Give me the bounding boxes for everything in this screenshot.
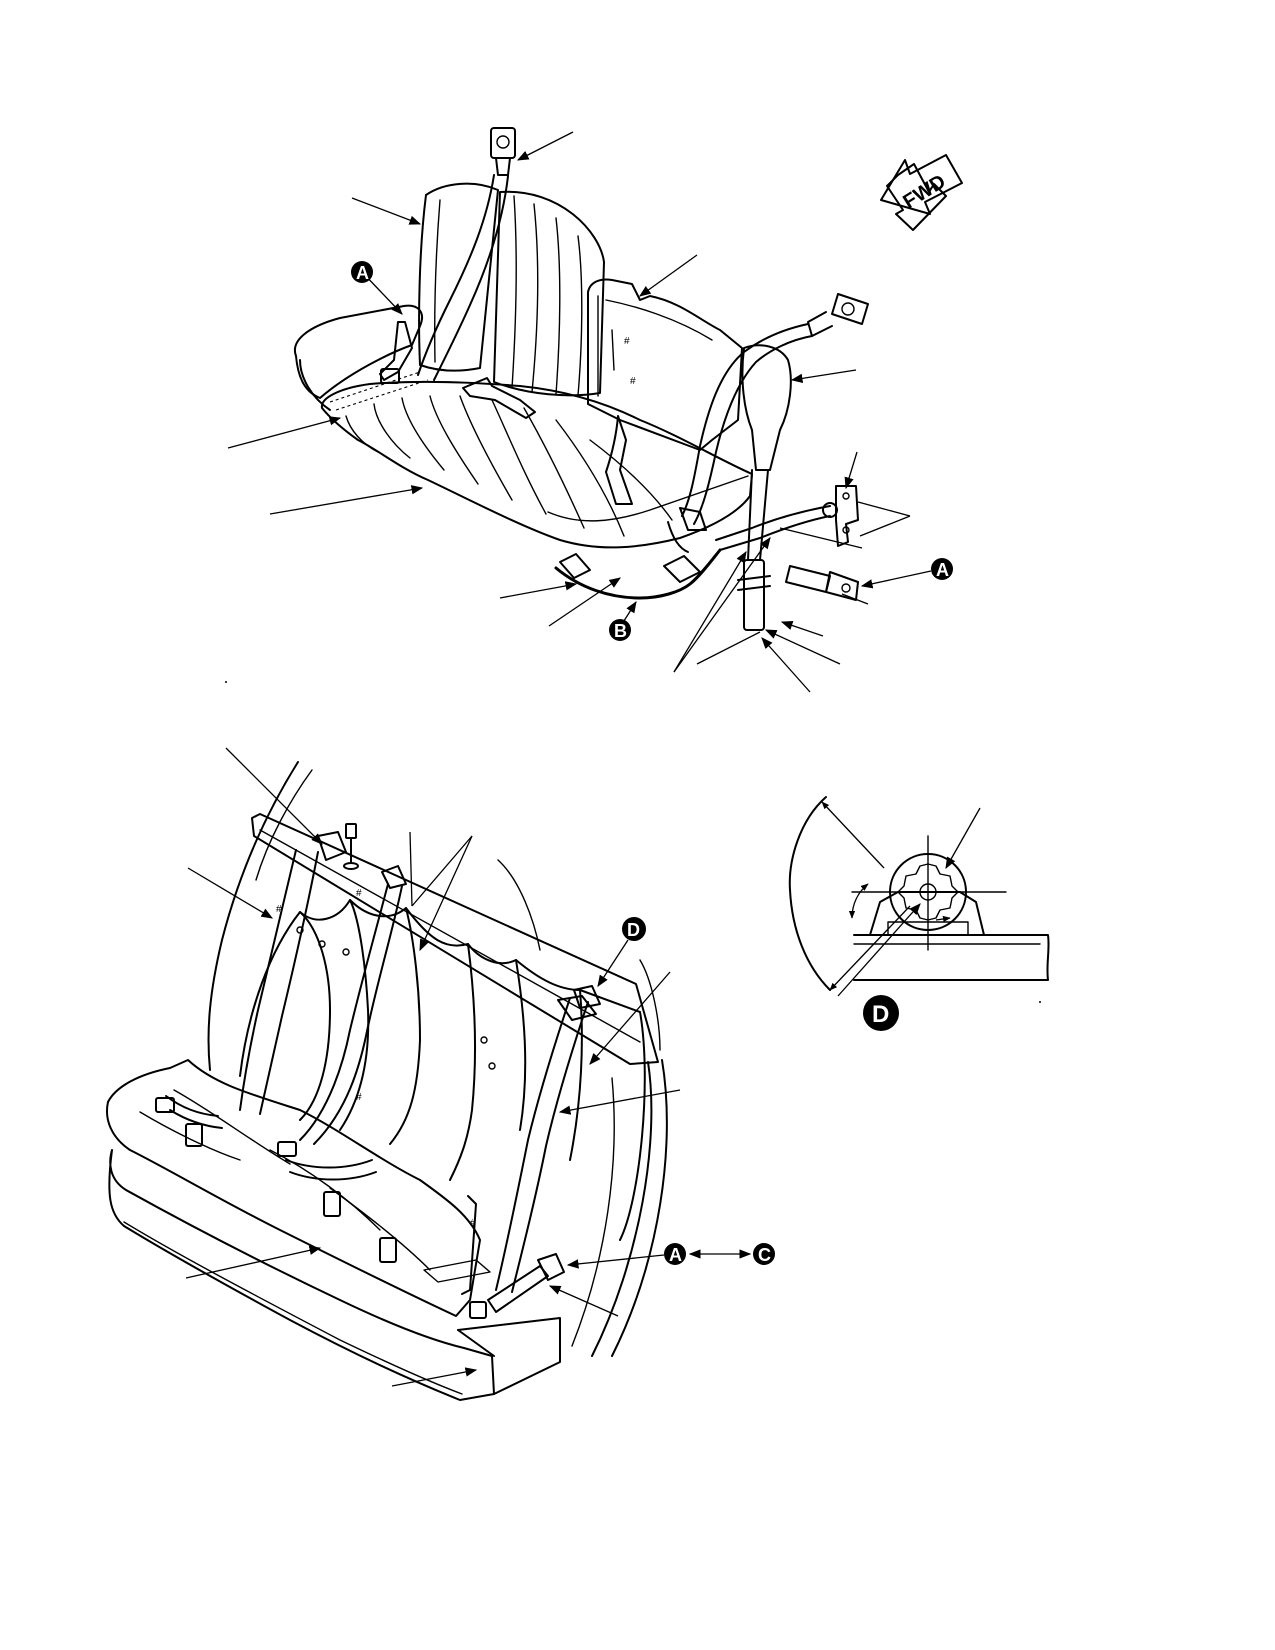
troop-seat-back [239,899,646,1241]
upper-belt-retainers [317,831,601,1009]
fwd-arrow: FWD [880,154,963,231]
callout-b-label: B [614,621,627,641]
center-seat-back [493,190,605,397]
callout-a-top-right-label: A [936,560,949,580]
callout-d-bottom: D [597,917,646,987]
top-bench-seat-view: FWD [227,127,963,693]
right-side-bracket [835,485,859,547]
detail-d-label: D [872,1001,889,1028]
mounting-bolt [343,823,359,870]
svg-text:#: # [470,1218,476,1229]
svg-text:#: # [630,376,636,387]
shoulder-belt-retainer-d [557,995,597,1021]
top-view-leader-lines [227,131,911,693]
left-shoulder-belt [417,174,509,381]
svg-text:#: # [624,336,630,347]
center-belt-loop [605,415,633,505]
troop-seat-pan [108,1149,561,1401]
cabin-wall-right [591,1059,668,1357]
callout-a-top-right: A [860,558,953,589]
callout-d-bottom-label: D [627,920,640,940]
callout-a-bottom-label: A [669,1245,682,1265]
troop-shoulder-belts: # # # # [239,849,589,1293]
bottom-view-leader-lines [185,747,681,1387]
fwd-label: FWD [899,171,949,214]
troop-seat-cushion [106,1059,487,1319]
callout-b: B [609,601,637,641]
callout-c-bottom-label: C [758,1245,771,1265]
cabin-wall-left [207,761,299,1071]
callout-a-c-bottom: A C [566,1243,775,1269]
svg-text:#: # [356,888,362,899]
left-armrest [293,304,423,399]
svg-text:#: # [276,904,282,915]
detail-d-retainer-rotation: D [788,796,1050,1031]
right-lap-belt-anchor [461,1195,565,1313]
seat-bottom-cushion [320,380,753,549]
center-lap-belt-buckle [462,377,536,419]
svg-text:#: # [356,1092,362,1103]
left-seat-back [418,182,499,372]
right-shoulder-belt [681,323,813,525]
left-shoulder-belt-anchor [490,127,516,176]
right-seat-back-frame: # # [587,278,743,451]
bottom-troop-seat-view: # # # # [106,747,775,1401]
right-shoulder-belt-anchor [807,293,869,337]
buckle-assembly [785,565,859,601]
upper-seat-rail [251,813,659,1065]
right-belt-guide-column [737,344,792,631]
callout-a-top-left-label: A [356,263,369,283]
callout-a-top-left: A [351,261,403,315]
